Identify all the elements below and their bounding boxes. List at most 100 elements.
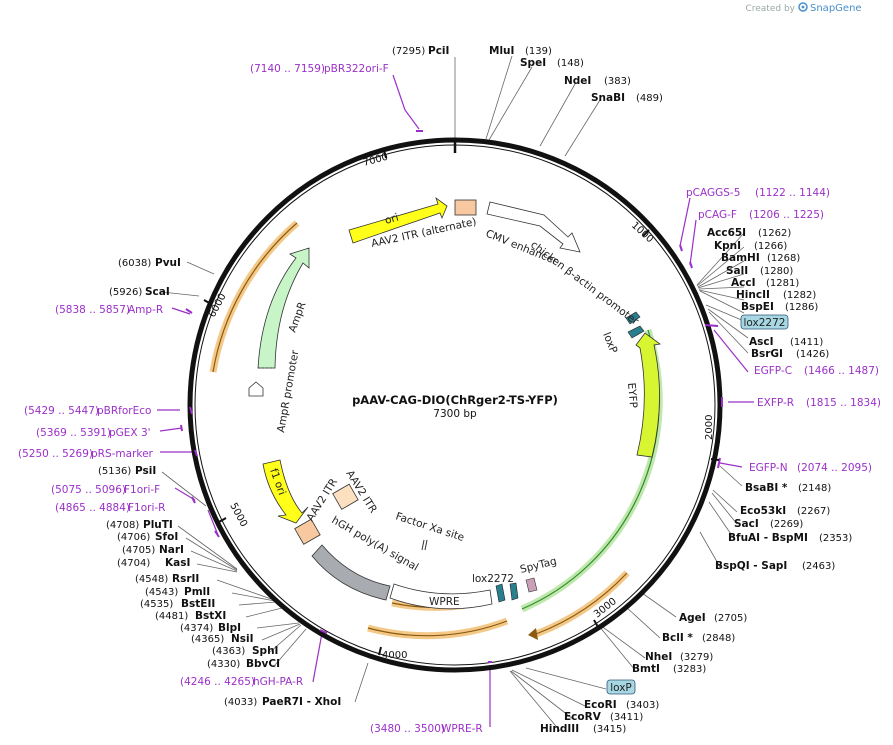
- site-name: PluTI: [143, 519, 173, 531]
- site-pos: (383): [604, 76, 631, 87]
- site-pos: (489): [636, 93, 663, 104]
- tick-marks: [203, 149, 720, 656]
- site-name: PmlI: [184, 586, 210, 598]
- site-name: BspEI: [741, 301, 774, 313]
- site-pos: (4704): [117, 558, 150, 569]
- primer-range: (3480 .. 3500): [370, 723, 445, 735]
- site-name: NsiI: [231, 633, 254, 645]
- site-name: BlpI: [218, 622, 241, 634]
- site-name: BsaBI *: [745, 482, 788, 494]
- site-name: AgeI: [679, 612, 706, 624]
- site-name: MluI: [489, 45, 514, 57]
- primer-name: hGH-PA-R: [253, 676, 303, 688]
- tick-4000: 4000: [382, 650, 407, 661]
- site-name: BmtI: [632, 663, 660, 675]
- site-name: AccI: [731, 277, 755, 289]
- site-pos: (1266): [754, 241, 787, 252]
- site-name: EcoRI: [584, 699, 617, 711]
- tick-2000: 2000: [704, 415, 715, 440]
- label-spytag: SpyTag: [519, 555, 558, 576]
- primer-range: (5369 .. 5391): [36, 427, 111, 439]
- label-ampr: AmpR: [287, 300, 309, 334]
- site-name: HincII: [736, 289, 770, 301]
- feature-cmv-enhancer: [486, 201, 581, 253]
- primer-range: (7140 .. 7159): [250, 63, 325, 75]
- primer-markers: [180, 130, 723, 663]
- snapgene-logo-icon: [798, 2, 808, 12]
- label-ampr-promoter: AmpR promoter: [275, 349, 301, 434]
- site-pos: (3279): [680, 652, 713, 663]
- site-pos: (2148): [798, 483, 831, 494]
- primer-range: (4865 .. 4884): [55, 502, 130, 514]
- leader-lines: [161, 55, 749, 732]
- primer-range: (1815 .. 1834): [806, 397, 881, 409]
- credit-brand: SnapGene: [810, 3, 862, 14]
- primer-name: EXFP-R: [757, 397, 794, 409]
- site-pos: (4548): [135, 574, 168, 585]
- primer-range: (2074 .. 2095): [797, 462, 872, 474]
- primer-name: Amp-R: [128, 304, 163, 316]
- site-name: NheI: [645, 651, 672, 663]
- site-pos: (4481): [155, 611, 188, 622]
- site-name: Eco53kI: [740, 505, 786, 517]
- primer-range: (4246 .. 4265): [180, 676, 255, 688]
- site-pos: (1281): [766, 278, 799, 289]
- site-pos: (2269): [770, 519, 803, 530]
- site-pos: (4708): [106, 520, 139, 531]
- site-pos: (5926): [109, 287, 142, 298]
- site-name: NdeI: [564, 75, 591, 87]
- site-name: AscI: [749, 336, 774, 348]
- primer-name: pCAG-F: [698, 209, 737, 221]
- primer-name: F1ori-F: [124, 484, 160, 496]
- plasmid-length: 7300 bp: [433, 408, 477, 420]
- site-pos: (4706): [117, 532, 150, 543]
- site-name: PvuI: [155, 257, 181, 269]
- site-name: PsiI: [135, 465, 156, 477]
- site-name: BclI *: [662, 632, 693, 644]
- site-pos: (5136): [98, 466, 131, 477]
- feature-ori: [348, 196, 448, 244]
- site-name: BstEII: [181, 598, 215, 610]
- site-pos: (4374): [180, 623, 213, 634]
- site-pos: (2463): [802, 561, 835, 572]
- site-name: HindIII: [540, 723, 579, 735]
- site-pos: (4705): [122, 545, 155, 556]
- site-name: SpeI: [520, 57, 546, 69]
- site-pos: (4535): [140, 599, 173, 610]
- plasmid-title: pAAV-CAG-DIO(ChRger2-TS-YFP): [352, 393, 558, 407]
- site-pos: (2353): [819, 533, 852, 544]
- site-name: ScaI: [145, 286, 170, 298]
- primer-name: EGFP-N: [749, 462, 788, 474]
- feature-lox2272-b: [509, 582, 519, 601]
- label-wpre: WPRE: [429, 596, 460, 608]
- label-loxp: loxP: [600, 331, 619, 356]
- feature-eyfp: [635, 332, 662, 458]
- label-lox2272: lox2272: [472, 573, 514, 585]
- site-pos: (139): [525, 46, 552, 57]
- site-name: BbvCI: [246, 658, 280, 670]
- site-pos: (4330): [207, 659, 240, 670]
- feature-lox2272-a: [495, 583, 506, 603]
- site-pos: (4363): [212, 646, 245, 657]
- primer-range: (1466 .. 1487): [804, 365, 879, 377]
- site-name: EcoRV: [564, 711, 602, 723]
- site-name: SphI: [252, 645, 278, 657]
- credit-prefix: Created by: [745, 4, 795, 14]
- svg-text:lox2272: lox2272: [744, 317, 786, 329]
- feature-aav2-itr-2: [332, 483, 359, 510]
- site-pos: (3415): [593, 724, 626, 735]
- site-pos: (148): [557, 58, 584, 69]
- label-cba-promoter: chicken β-actin promoter: [528, 239, 641, 328]
- site-name: SfoI: [155, 531, 178, 543]
- label-factor-xa: Factor Xa site: [394, 510, 466, 543]
- site-pos: (3403): [626, 700, 659, 711]
- primer-name: pBR322ori-F: [324, 63, 389, 75]
- site-name: Acc65I: [707, 227, 746, 239]
- site-pos: (2267): [797, 506, 830, 517]
- label-eyfp: EYFP: [625, 382, 639, 408]
- site-name: RsrII: [172, 573, 199, 585]
- svg-text:loxP: loxP: [610, 682, 632, 694]
- site-pos: (3411): [610, 712, 643, 723]
- primer-name: EGFP-C: [754, 365, 792, 377]
